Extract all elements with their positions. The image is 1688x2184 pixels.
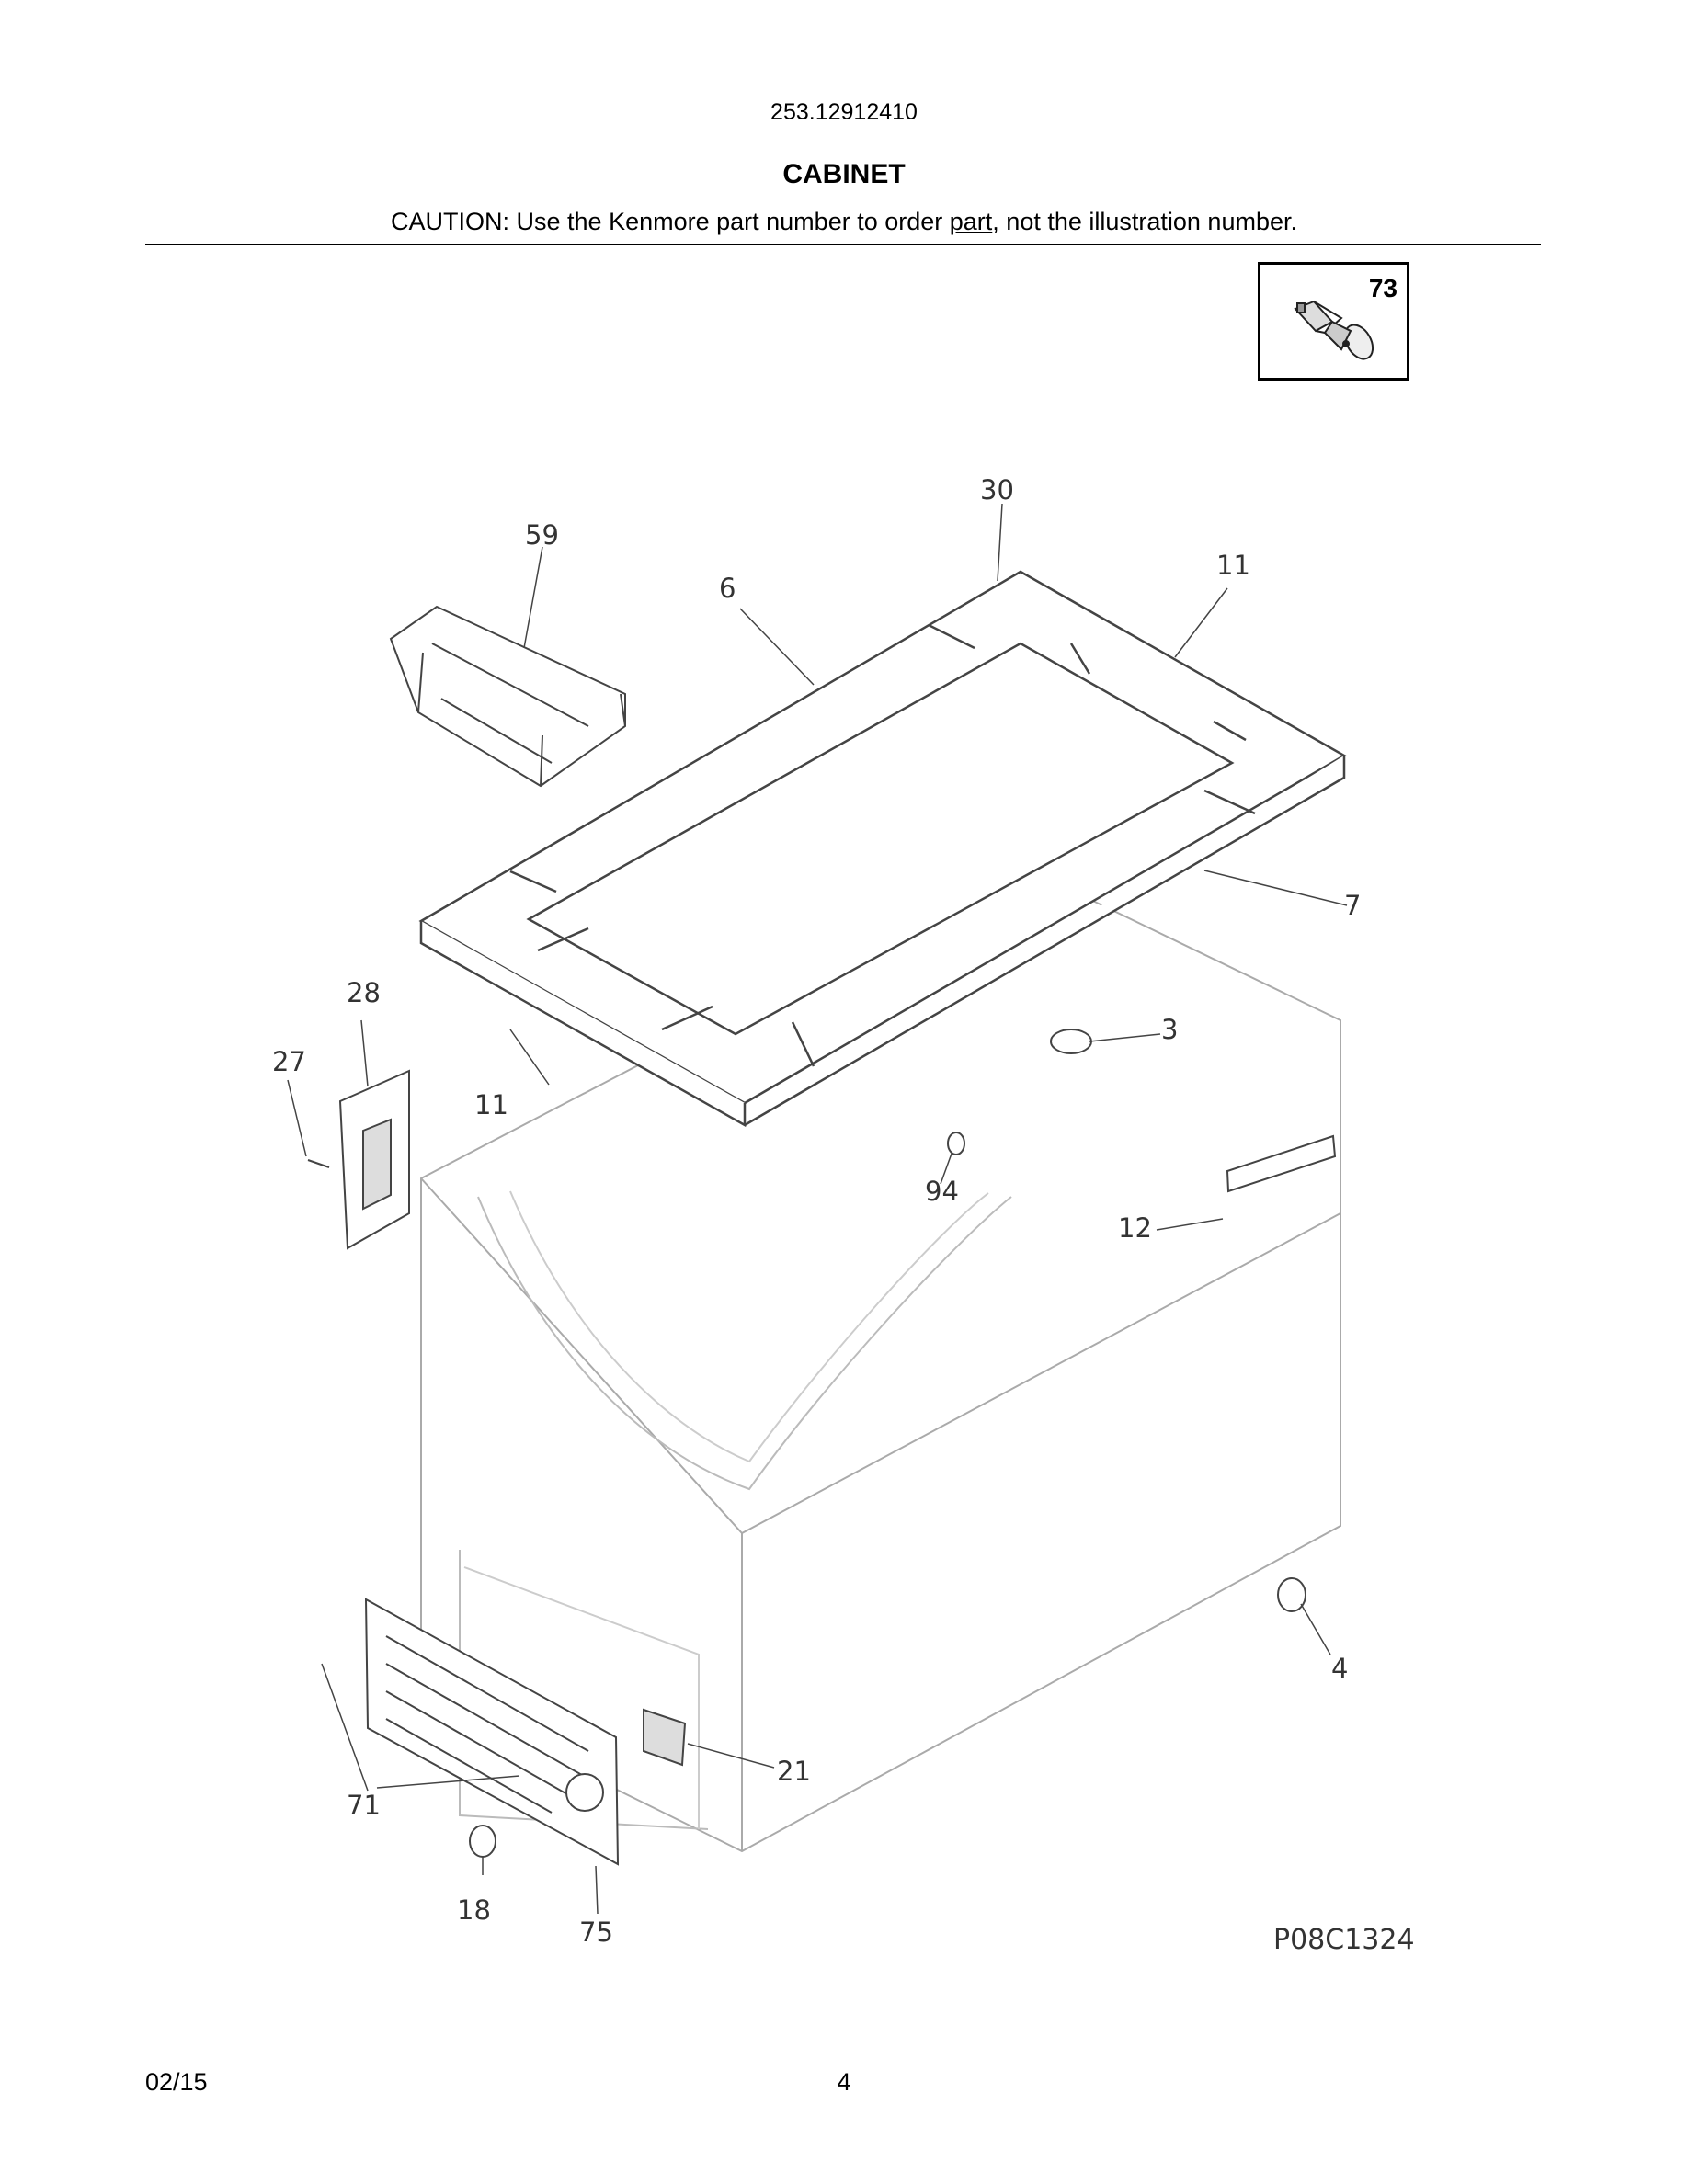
- callout-30: 30: [980, 474, 1014, 506]
- lid-breaker-frame: [418, 570, 1347, 1128]
- callout-6: 6: [719, 573, 736, 604]
- plug-button-icon: [1294, 300, 1374, 360]
- callout-21: 21: [777, 1756, 811, 1787]
- callout-7: 7: [1344, 890, 1361, 921]
- grille-75: [364, 1598, 687, 1866]
- basket-59: [389, 605, 626, 788]
- callout-4: 4: [1331, 1653, 1348, 1684]
- footer-date: 02/15: [145, 2068, 208, 2096]
- caution-text-end: , not the illustration number.: [992, 208, 1297, 235]
- caution-text: CAUTION: Use the Kenmore part number to …: [391, 208, 950, 235]
- caution-link-part[interactable]: part: [949, 208, 993, 235]
- header-divider: [145, 244, 1541, 245]
- callout-3: 3: [1161, 1014, 1178, 1045]
- callout-94: 94: [925, 1176, 959, 1207]
- callout-labels: 30 59 6 11 7 28 3 27 11 94 12 4 21 71 18…: [272, 474, 1361, 1948]
- small-parts: [469, 1029, 1337, 1858]
- callout-71: 71: [347, 1790, 381, 1821]
- inset-part-73: 73: [1258, 262, 1409, 381]
- callout-59: 59: [525, 519, 559, 551]
- callout-28: 28: [347, 977, 381, 1008]
- page-number: 4: [837, 2068, 851, 2096]
- inset-callout: 73: [1368, 274, 1397, 302]
- cabinet-body: [420, 864, 1341, 1853]
- model-number: 253.12912410: [770, 99, 918, 125]
- section-title: CABINET: [782, 159, 906, 189]
- callout-11-bottom: 11: [474, 1089, 508, 1120]
- callout-75: 75: [579, 1917, 613, 1948]
- leader-lines: [287, 503, 1348, 1915]
- caution-note: CAUTION: Use the Kenmore part number to …: [0, 208, 1688, 236]
- callout-12: 12: [1118, 1212, 1152, 1244]
- callout-18: 18: [457, 1894, 491, 1926]
- callout-27: 27: [272, 1046, 306, 1077]
- figure-code: P08C1324: [1273, 1924, 1415, 1956]
- hinge-28: [307, 1069, 410, 1250]
- callout-11-top: 11: [1216, 550, 1250, 581]
